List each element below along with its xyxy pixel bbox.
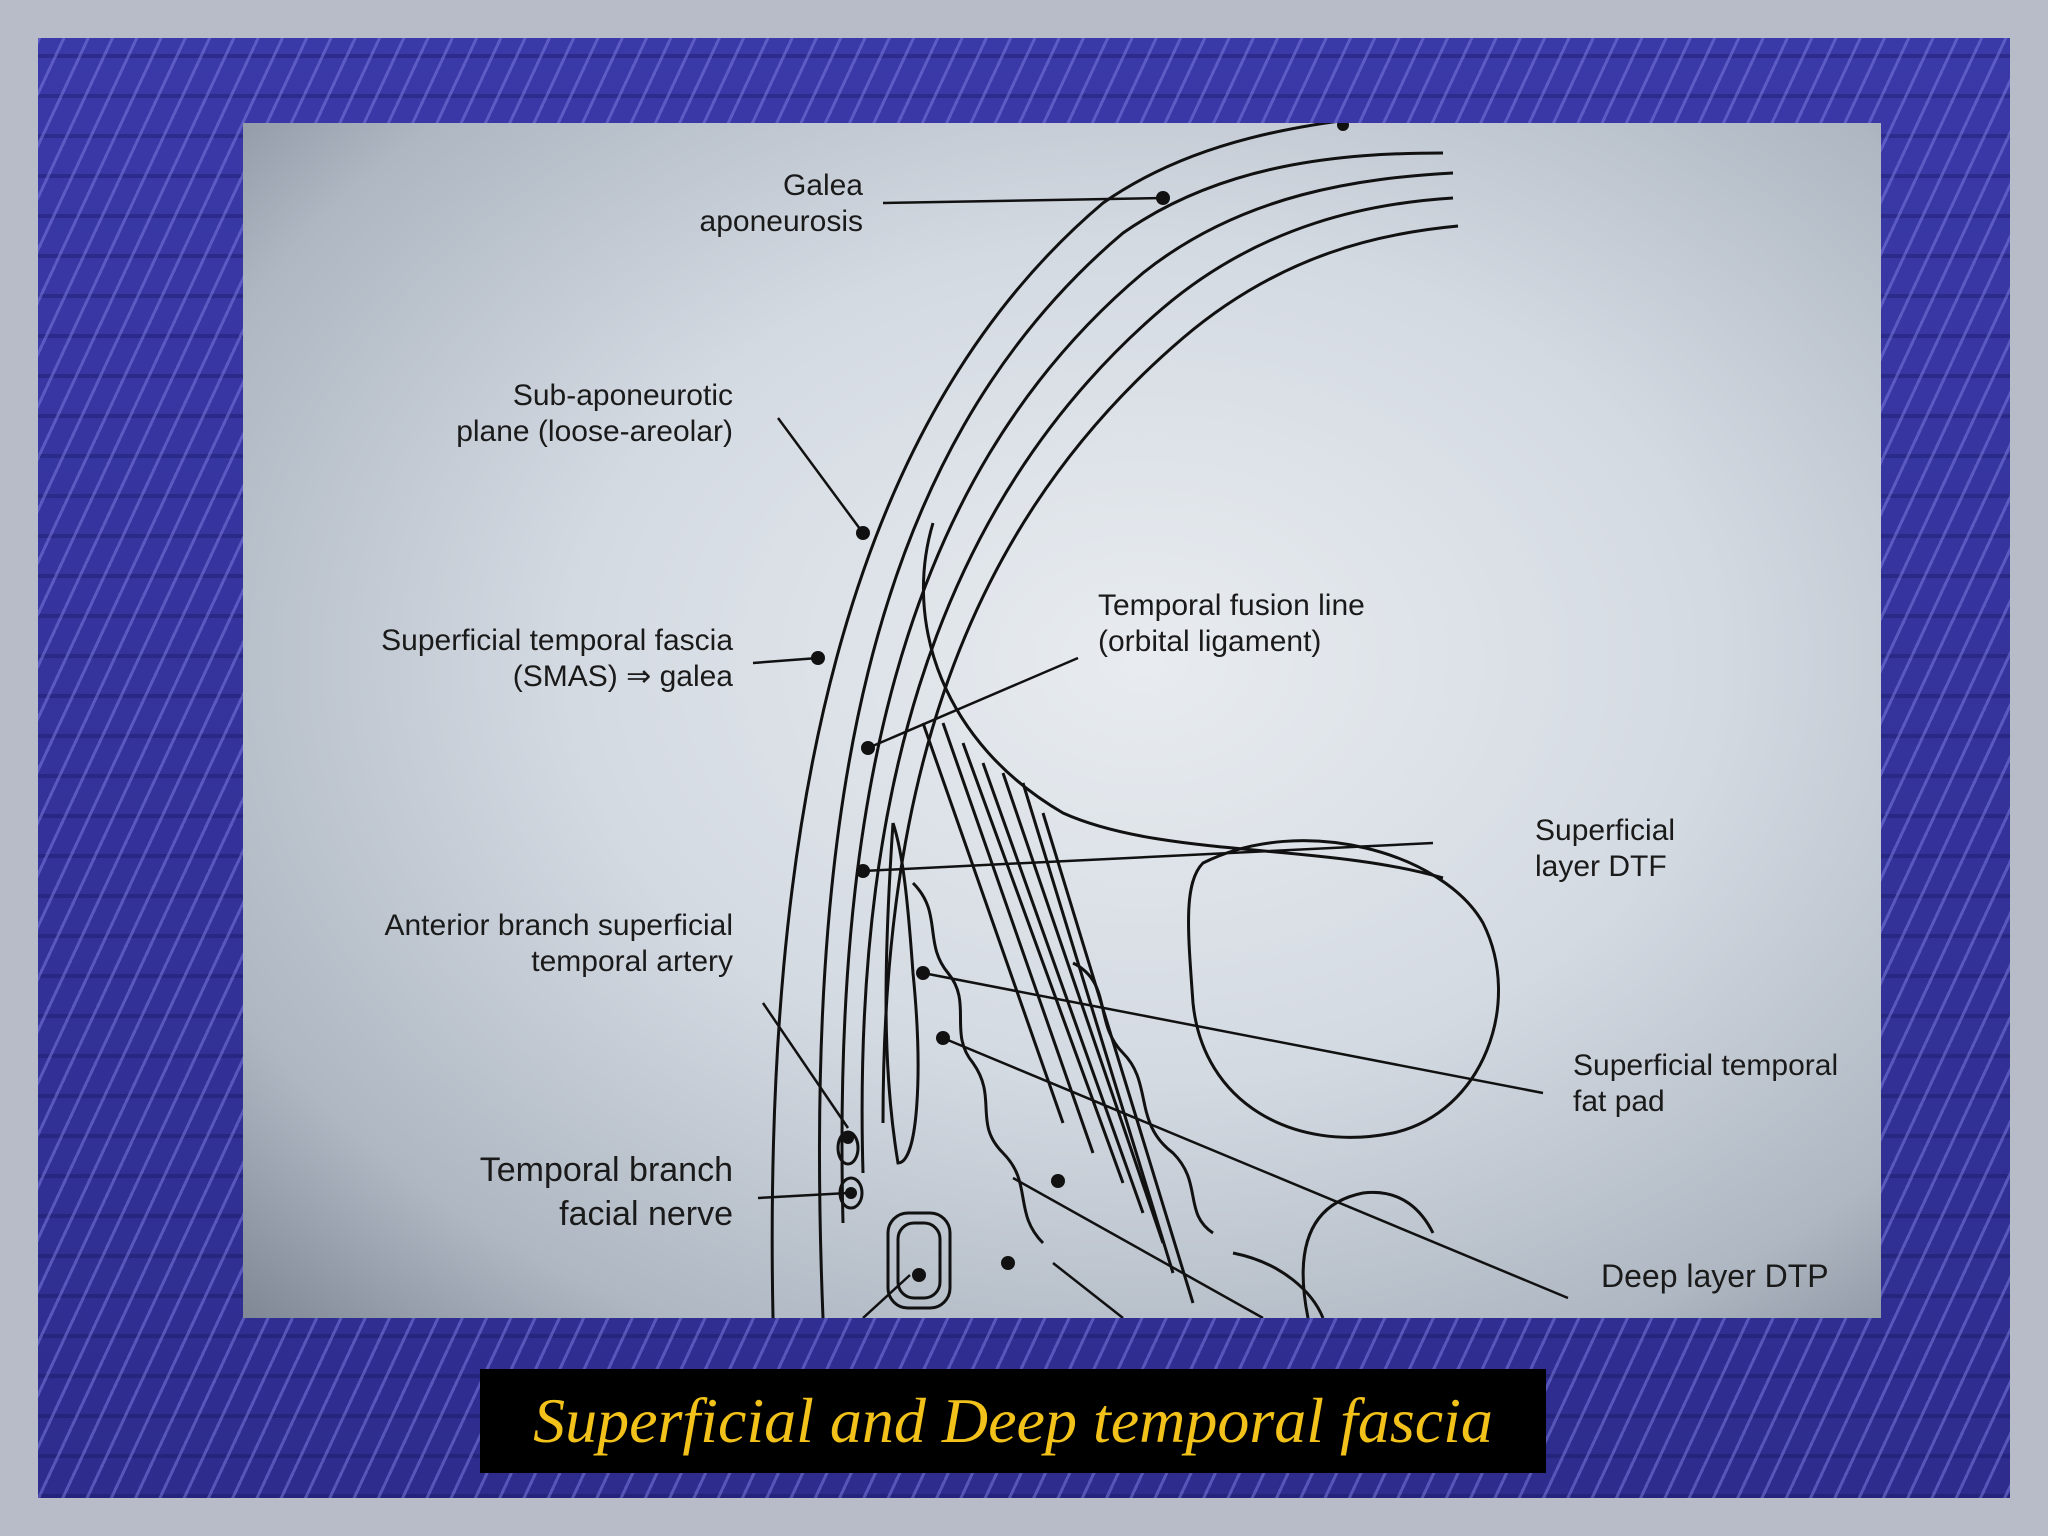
leader-stfp	[922, 971, 1544, 1095]
fat-pad-outline	[1072, 961, 1214, 1235]
marker-stf	[811, 651, 825, 665]
leader-subapo	[776, 417, 865, 534]
marker-artery	[842, 1132, 854, 1144]
leader-sdtf	[862, 841, 1434, 873]
label-stf-line1: Superficial temporal fascia	[381, 624, 733, 657]
scalp-layer-outer	[770, 123, 1337, 1318]
label-artery-line1: Anterior branch superficial	[384, 909, 733, 942]
label-deep-layer: Deep layer DTP	[1601, 1258, 1829, 1294]
leader-bottom-2	[1052, 1262, 1124, 1318]
label-subaponeurotic: Sub-aponeurotic plane (loose-areolar)	[363, 378, 733, 450]
diagram-photo: Galea aponeurosis Sub-aponeurotic plane …	[243, 123, 1881, 1318]
label-artery-line2: temporal artery	[531, 945, 733, 978]
label-temporal-branch-facial-nerve: Temporal branch facial nerve	[393, 1148, 733, 1236]
leader-stf	[752, 656, 819, 665]
temporal-fusion-curve	[921, 522, 1444, 880]
muscle-fiber	[1021, 782, 1175, 1274]
muscle-fiber	[941, 722, 1095, 1154]
fat-pad-outline	[911, 881, 1045, 1245]
label-subapo-line2: plane (loose-areolar)	[456, 415, 733, 448]
marker-deep-2	[1051, 1174, 1065, 1188]
label-superficial-temporal-fascia: Superficial temporal fascia (SMAS) ⇒ gal…	[273, 623, 733, 695]
caption-box: Superficial and Deep temporal fascia	[480, 1369, 1546, 1473]
slide-background: Galea aponeurosis Sub-aponeurotic plane …	[38, 38, 2010, 1498]
caption-text: Superficial and Deep temporal fascia	[533, 1385, 1493, 1456]
label-sdtf-line1: Superficial	[1535, 814, 1676, 847]
label-nerve-line2: facial nerve	[559, 1195, 733, 1233]
leader-nerve	[757, 1191, 849, 1200]
anatomy-diagram	[752, 123, 1569, 1318]
scalp-layer-2	[817, 151, 1444, 1318]
label-nerve-line1: Temporal branch	[479, 1151, 733, 1189]
muscle-fiber	[981, 762, 1145, 1214]
muscle-fiber	[921, 722, 1065, 1124]
scalp-layer-5	[881, 224, 1459, 1124]
orbit-outline	[1187, 839, 1500, 1139]
marker-subapo	[856, 526, 870, 540]
label-fusion-line1: Temporal fusion line	[1098, 589, 1365, 622]
label-superficial-temporal-fat-pad: Superficial temporal fat pad	[1573, 1048, 1838, 1120]
scalp-layer-3	[840, 171, 1454, 1224]
label-superficial-layer-dtf: Superficial layer DTF	[1535, 813, 1675, 885]
label-stfp-line1: Superficial temporal	[1573, 1049, 1839, 1082]
muscle-fiber	[1041, 812, 1195, 1304]
leader-bottom	[862, 1274, 911, 1318]
label-anterior-branch-artery: Anterior branch superficial temporal art…	[243, 908, 733, 980]
leader-artery	[761, 1002, 850, 1129]
muscle-fiber	[1001, 772, 1165, 1244]
leader-fusion	[867, 656, 1079, 750]
vessel-box	[886, 1211, 952, 1310]
leader-deep-2	[1012, 1176, 1264, 1318]
label-galea-line2: aponeurosis	[699, 205, 863, 238]
deep-curve	[1232, 1251, 1325, 1318]
marker-stfp	[916, 966, 930, 980]
label-temporal-fusion-line: Temporal fusion line (orbital ligament)	[1098, 588, 1365, 660]
muscle-fiber	[961, 742, 1125, 1184]
marker-nerve	[845, 1187, 857, 1199]
marker-top	[1337, 123, 1349, 131]
label-stf-line2: (SMAS) ⇒ galea	[512, 660, 733, 693]
label-stfp-line2: fat pad	[1573, 1085, 1665, 1118]
marker-galea	[1156, 191, 1170, 205]
marker-sdtf	[856, 864, 870, 878]
scalp-layer-4	[860, 196, 1454, 1174]
leader-galea	[882, 196, 1164, 205]
marker-vessel	[912, 1268, 926, 1282]
marker-deep	[936, 1031, 950, 1045]
label-galea: Galea aponeurosis	[683, 168, 863, 240]
marker-lower	[1001, 1256, 1015, 1270]
label-fusion-line2: (orbital ligament)	[1098, 625, 1322, 658]
label-sdtf-line2: layer DTF	[1535, 850, 1667, 883]
leader-deep	[942, 1036, 1569, 1300]
fascia-slit	[884, 822, 920, 1165]
marker-fusion	[861, 741, 875, 755]
zygomatic-curve	[1301, 1190, 1435, 1318]
label-galea-line1: Galea	[782, 169, 863, 202]
label-subapo-line1: Sub-aponeurotic	[512, 379, 733, 412]
